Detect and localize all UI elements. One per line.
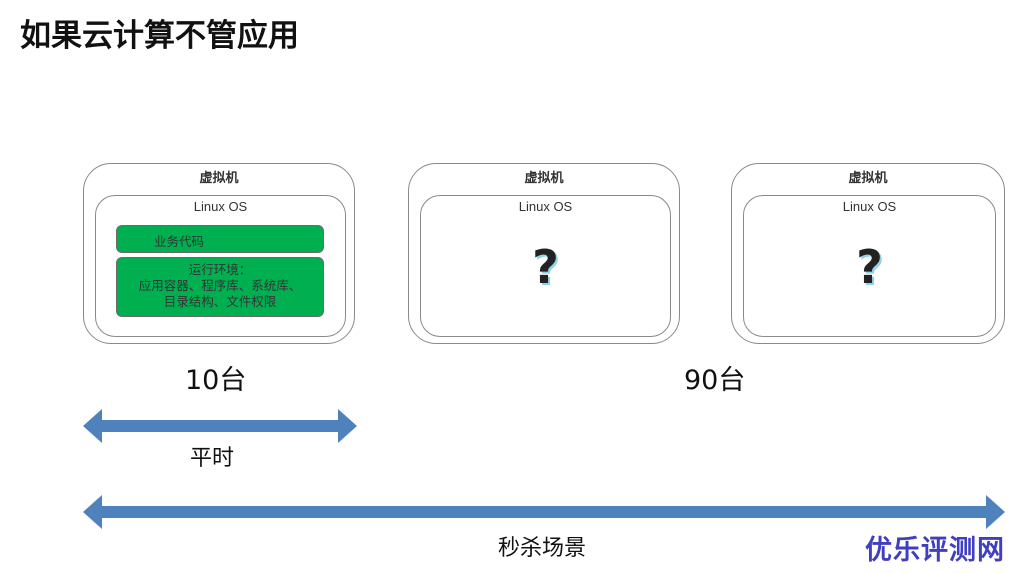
slide-title: 如果云计算不管应用 — [20, 18, 299, 54]
business-code-box: 业务代码 — [116, 225, 324, 253]
watermark-logo: 优乐评测网 — [865, 535, 1005, 566]
os-box: Linux OS ? — [420, 195, 671, 337]
os-label: Linux OS — [193, 199, 248, 214]
os-box: Linux OS 业务代码 运行环境： 应用容器、程序库、系统库、 目录结构、文… — [95, 195, 346, 337]
arrow-label-peak: 秒杀场景 — [498, 536, 587, 561]
arrow-peak — [83, 495, 1005, 529]
vm-box-3: 虚拟机 Linux OS ? — [731, 163, 1005, 344]
count-normal: 10台 — [185, 365, 247, 396]
arrow-label-normal: 平时 — [190, 446, 235, 471]
runtime-line: 应用容器、程序库、系统库、 — [138, 278, 302, 293]
runtime-line: 目录结构、文件权限 — [163, 294, 277, 309]
count-peak: 90台 — [684, 365, 746, 396]
runtime-line: 运行环境： — [188, 262, 252, 277]
vm-label: 虚拟机 — [848, 171, 888, 186]
question-mark-icon: ? — [532, 240, 559, 294]
os-label: Linux OS — [518, 199, 573, 214]
question-mark-icon: ? — [856, 240, 883, 294]
runtime-box: 运行环境： 应用容器、程序库、系统库、 目录结构、文件权限 — [116, 257, 324, 317]
vm-label: 虚拟机 — [199, 171, 239, 186]
os-label: Linux OS — [842, 199, 897, 214]
vm-label: 虚拟机 — [524, 171, 564, 186]
os-box: Linux OS ? — [743, 195, 996, 337]
arrow-normal — [83, 409, 357, 443]
vm-box-1: 虚拟机 Linux OS 业务代码 运行环境： 应用容器、程序库、系统库、 目录… — [83, 163, 355, 344]
vm-box-2: 虚拟机 Linux OS ? — [408, 163, 680, 344]
